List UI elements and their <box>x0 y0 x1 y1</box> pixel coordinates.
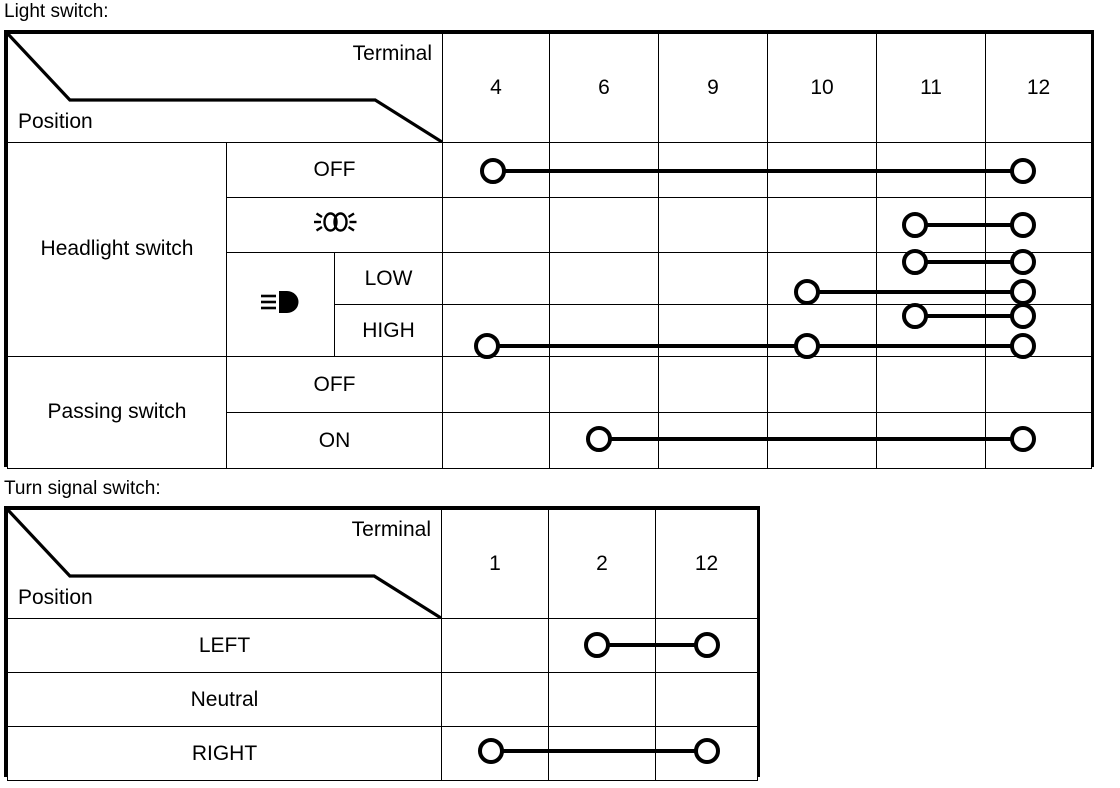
header-diagonal-divider <box>8 34 443 142</box>
cell-off-11 <box>876 142 987 198</box>
cell-right-12 <box>655 726 758 781</box>
light-switch-header-position-terminal: Terminal Position <box>6 33 444 143</box>
cell-high-9 <box>658 304 769 357</box>
light-switch-table: Terminal Position 4 6 9 10 11 12 Headlig… <box>4 30 1094 469</box>
row-label-passing-on: ON <box>225 412 444 469</box>
headlight-beam-symbol-cell <box>226 252 335 357</box>
row-turn-left: LEFT <box>7 618 758 673</box>
row-headlight-off: Headlight switch OFF <box>7 142 1093 357</box>
terminal-column-header-9: 9 <box>658 33 769 143</box>
row-passing-off: Passing switch OFF <box>7 356 1093 469</box>
position-header-label: Position <box>18 110 93 133</box>
cell-off-9 <box>658 142 769 198</box>
turn-signal-terminal-header-label: Terminal <box>351 518 431 541</box>
cell-parking-12 <box>985 197 1093 253</box>
light-switch-caption: Light switch: <box>4 1 109 22</box>
turn-signal-position-header-label: Position <box>18 586 93 609</box>
terminal-column-header-12: 12 <box>985 33 1093 143</box>
cell-pon-4 <box>442 412 551 469</box>
row-label-turn-left: LEFT <box>7 618 442 673</box>
terminal-column-header-10: 10 <box>767 33 878 143</box>
cell-left-2 <box>548 618 656 673</box>
headlight-switch-label: Headlight switch <box>40 237 194 261</box>
row-label-passing-off: OFF <box>225 356 444 413</box>
cell-high-11 <box>876 304 987 357</box>
turn-terminal-column-header-1: 1 <box>441 509 549 619</box>
cell-left-1 <box>441 618 549 673</box>
cell-poff-10 <box>767 356 878 413</box>
cell-low-10 <box>767 252 878 305</box>
headlight-icon <box>259 288 303 316</box>
cell-low-4 <box>442 252 551 305</box>
terminal-header-label: Terminal <box>352 42 433 65</box>
row-label-parking-lamp <box>225 197 444 253</box>
cell-poff-11 <box>876 356 987 413</box>
cell-left-12 <box>655 618 758 673</box>
group-label-headlight-switch: Headlight switch <box>7 142 227 357</box>
cell-off-4 <box>442 142 551 198</box>
cell-low-11 <box>876 252 987 305</box>
cell-neutral-1 <box>441 672 549 727</box>
row-headlight-parking-lamp <box>8 197 1093 253</box>
terminal-column-header-6: 6 <box>549 33 660 143</box>
passing-switch-label: Passing switch <box>47 400 187 424</box>
cell-low-12 <box>985 252 1093 305</box>
cell-high-6 <box>549 304 660 357</box>
row-label-headlight-off: OFF <box>225 142 444 198</box>
turn-signal-header-row: Terminal Position 1 2 12 <box>7 509 758 619</box>
cell-parking-11 <box>876 197 987 253</box>
cell-high-4 <box>442 304 551 357</box>
cell-pon-12 <box>985 412 1093 469</box>
row-label-headlight-low: LOW <box>333 252 444 305</box>
row-turn-right: RIGHT <box>7 726 758 781</box>
cell-poff-4 <box>442 356 551 413</box>
cell-poff-12 <box>985 356 1093 413</box>
cell-parking-4 <box>442 197 551 253</box>
cell-parking-9 <box>658 197 769 253</box>
row-label-turn-neutral: Neutral <box>7 672 442 727</box>
cell-off-6 <box>549 142 660 198</box>
cell-off-12 <box>985 142 1093 198</box>
cell-parking-10 <box>767 197 878 253</box>
cell-low-6 <box>549 252 660 305</box>
cell-neutral-12 <box>655 672 758 727</box>
cell-poff-9 <box>658 356 769 413</box>
terminal-column-header-4: 4 <box>442 33 551 143</box>
cell-neutral-2 <box>548 672 656 727</box>
cell-high-12 <box>985 304 1093 357</box>
cell-high-10 <box>767 304 878 357</box>
light-switch-header-row: Terminal Position 4 6 9 10 11 12 <box>6 33 1093 143</box>
cell-poff-6 <box>549 356 660 413</box>
cell-off-10 <box>767 142 878 198</box>
turn-signal-switch-table: Terminal Position 1 2 12 LEFT Neutral RI… <box>4 506 760 781</box>
cell-low-9 <box>658 252 769 305</box>
group-label-passing-switch: Passing switch <box>7 356 227 469</box>
row-label-headlight-high: HIGH <box>333 304 444 357</box>
cell-pon-11 <box>876 412 987 469</box>
cell-pon-10 <box>767 412 878 469</box>
cell-pon-6 <box>549 412 660 469</box>
row-turn-neutral: Neutral <box>7 672 758 727</box>
cell-right-1 <box>441 726 549 781</box>
turn-signal-switch-caption: Turn signal switch: <box>4 478 161 499</box>
parking-lamp-icon <box>312 209 358 235</box>
turn-signal-header-diagonal-divider <box>8 510 441 618</box>
turn-terminal-column-header-12: 12 <box>655 509 758 619</box>
row-label-turn-right: RIGHT <box>7 726 442 781</box>
cell-right-2 <box>548 726 656 781</box>
turn-terminal-column-header-2: 2 <box>548 509 656 619</box>
terminal-column-header-11: 11 <box>876 33 987 143</box>
turn-signal-header-position-terminal: Terminal Position <box>7 509 442 619</box>
cell-pon-9 <box>658 412 769 469</box>
cell-parking-6 <box>549 197 660 253</box>
